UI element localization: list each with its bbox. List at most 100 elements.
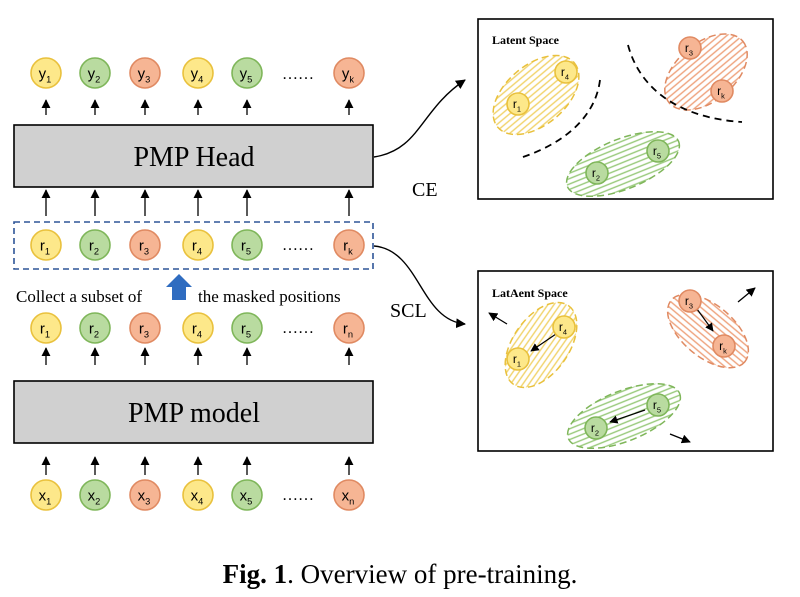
output-node-y2-label: y2 [88, 65, 101, 84]
latent-top-node-rk: rk [710, 79, 734, 103]
output-node-y5-circle [231, 57, 263, 89]
subset-node-r5-circle [231, 229, 263, 261]
pull-arrow-r3-rk [696, 308, 714, 332]
latent-top-node-rk-circle [710, 79, 734, 103]
rep-node-r2-circle [79, 312, 111, 344]
pmp-model-label: PMP model [128, 398, 260, 429]
latent-top-node-r3-circle [678, 36, 702, 60]
latent-bottom-node-r3: r3 [678, 289, 702, 313]
input-node-x1-circle [30, 479, 62, 511]
latent-top-title: Latent Space [492, 33, 560, 47]
latent-bottom-node-rk-circle [712, 334, 736, 358]
rep-node-r1: r1 [30, 312, 62, 344]
pull-arrow-r5-r2 [609, 409, 646, 424]
output-node-y2-circle [79, 57, 111, 89]
input-node-x1: x1 [30, 479, 62, 511]
latent-top-node-r3: r3 [678, 36, 702, 60]
latent-top-node-r1: r1 [506, 92, 530, 116]
pmp-head-label: PMP Head [133, 142, 254, 173]
input-node-x1-label: x1 [39, 487, 52, 506]
output-node-y1: y1 [30, 57, 62, 89]
input-node-x4-circle [182, 479, 214, 511]
ce-arrow [373, 79, 466, 158]
input-node-xn: xn [333, 479, 365, 511]
rep-node-r2: r2 [79, 312, 111, 344]
rep-node-rn-circle [333, 312, 365, 344]
subset-node-r1-label: r1 [40, 237, 50, 256]
scl-label: SCL [390, 300, 427, 322]
output-node-y2: y2 [79, 57, 111, 89]
input-node-x3-circle [129, 479, 161, 511]
latent-bottom-node-r5: r5 [646, 393, 670, 417]
rep-node-r1-label: r1 [40, 320, 50, 339]
latent-bottom-title: LatAent Space [492, 286, 568, 300]
latent-top-node-r5-circle [646, 139, 670, 163]
latent-top-node-rk-label: rk [717, 84, 725, 100]
input-row: x1 x2 x3 x4 x5 xn [30, 479, 365, 511]
latent-top-node-r4-label: r4 [561, 65, 569, 81]
input-node-x5: x5 [231, 479, 263, 511]
rep-node-r4-label: r4 [192, 320, 202, 339]
rep-node-r2-label: r2 [89, 320, 99, 339]
rep-node-r3-label: r3 [139, 320, 149, 339]
latent-bottom-node-r4: r4 [552, 315, 576, 339]
latent-top-node-r5: r5 [646, 139, 670, 163]
input-node-x4: x4 [182, 479, 214, 511]
latent-bottom-node-r4-circle [552, 315, 576, 339]
subset-node-r4: r4 [182, 229, 214, 261]
subset-node-r1-circle [30, 229, 62, 261]
subset-node-rk-label: rk [343, 237, 353, 256]
subset-node-r4-circle [182, 229, 214, 261]
input-node-x2-label: x2 [88, 487, 101, 506]
input-node-x4-label: x4 [191, 487, 204, 506]
output-node-yk: yk [333, 57, 365, 89]
rep-node-r3: r3 [129, 312, 161, 344]
subset-node-rk: rk [333, 229, 365, 261]
input-node-x3: x3 [129, 479, 161, 511]
pmp-model-box [13, 380, 374, 444]
subset-ellipsis: …… [282, 237, 314, 254]
output-node-y4-circle [182, 57, 214, 89]
pmp-head-box [13, 124, 374, 188]
latent-top-node-r4-circle [554, 60, 578, 84]
subset-node-r2: r2 [79, 229, 111, 261]
rep-node-r4-circle [182, 312, 214, 344]
collect-text-right: the masked positions [198, 287, 341, 306]
outputs-ellipsis: …… [282, 66, 314, 83]
output-node-y3-circle [129, 57, 161, 89]
push-arrow-yellow [488, 312, 508, 325]
subset-node-r3-circle [129, 229, 161, 261]
latent-top-node-r2: r2 [585, 161, 609, 185]
rep-node-r5-label: r5 [241, 320, 251, 339]
input-node-x2-circle [79, 479, 111, 511]
output-node-y3-label: y3 [138, 65, 151, 84]
rep-node-r5-circle [231, 312, 263, 344]
subset-node-r1: r1 [30, 229, 62, 261]
reps-ellipsis: …… [282, 320, 314, 337]
latent-bottom-node-rk: rk [712, 334, 736, 358]
latent-bottom-node-r2-label: r2 [591, 421, 599, 437]
rep-node-rn-label: rn [343, 320, 353, 339]
push-arrow-orange [737, 287, 756, 303]
subset-node-rk-circle [333, 229, 365, 261]
latent-top-boundary-right [627, 44, 743, 123]
output-node-y1-circle [30, 57, 62, 89]
subset-node-r5: r5 [231, 229, 263, 261]
figure-caption: Fig. 1. Overview of pre-training. [223, 559, 578, 589]
latent-bottom-node-r3-label: r3 [685, 294, 693, 310]
latent-top-node-r4: r4 [554, 60, 578, 84]
input-node-x3-label: x3 [138, 487, 151, 506]
push-arrow-green [669, 433, 691, 444]
output-node-y5-label: y5 [240, 65, 253, 84]
subset-node-r2-circle [79, 229, 111, 261]
latent-bottom-node-r3-circle [678, 289, 702, 313]
latent-bottom-node-r5-label: r5 [653, 398, 661, 414]
latent-top-nodes: r4 r1 r3 rk r5 r2 [506, 36, 734, 185]
pull-arrow-r4-r1 [530, 333, 557, 352]
input-node-x5-circle [231, 479, 263, 511]
latent-bottom-node-r2-circle [584, 416, 608, 440]
representation-row: r1 r2 r3 r4 r5 rn [30, 312, 365, 344]
latent-top-node-r1-circle [506, 92, 530, 116]
